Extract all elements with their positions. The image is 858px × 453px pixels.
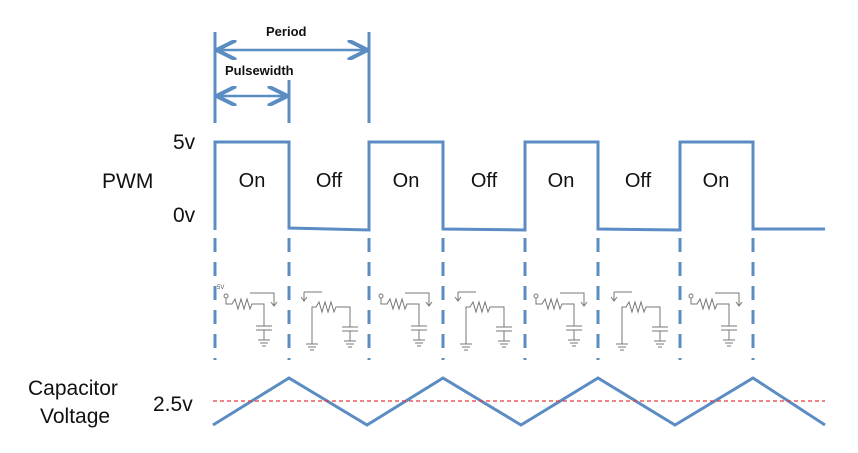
state-label: On	[702, 170, 730, 192]
state-label: Off	[315, 170, 343, 192]
state-label: On	[238, 170, 266, 192]
capacitor-label: Capacitor	[28, 377, 118, 400]
discharge-circuit-icon	[610, 291, 669, 351]
pulsewidth-label: Pulsewidth	[225, 63, 294, 78]
charge-circuit-icon	[378, 292, 433, 347]
state-label: On	[547, 170, 575, 192]
state-label: Off	[624, 170, 652, 192]
charge-circuit-icon	[533, 292, 588, 347]
high-level-label: 5v	[173, 131, 196, 154]
state-label: Off	[470, 170, 498, 192]
charge-circuit-icon	[688, 292, 743, 347]
low-level-label: 0v	[173, 204, 196, 227]
pwm-waveform	[213, 140, 825, 232]
discharge-circuit-icon	[454, 291, 513, 351]
circuit-source-label: 5V	[217, 285, 225, 291]
state-label: On	[392, 170, 420, 192]
mid-level-label: 2.5v	[153, 393, 193, 416]
capacitor-voltage-wave	[212, 376, 826, 427]
period-label: Period	[266, 24, 307, 39]
pwm-label: PWM	[102, 170, 154, 193]
discharge-circuit-icon	[300, 291, 359, 351]
charge-circuit-icon	[223, 292, 278, 347]
voltage-label: Voltage	[40, 405, 111, 428]
dashed-dividers	[213, 238, 755, 360]
